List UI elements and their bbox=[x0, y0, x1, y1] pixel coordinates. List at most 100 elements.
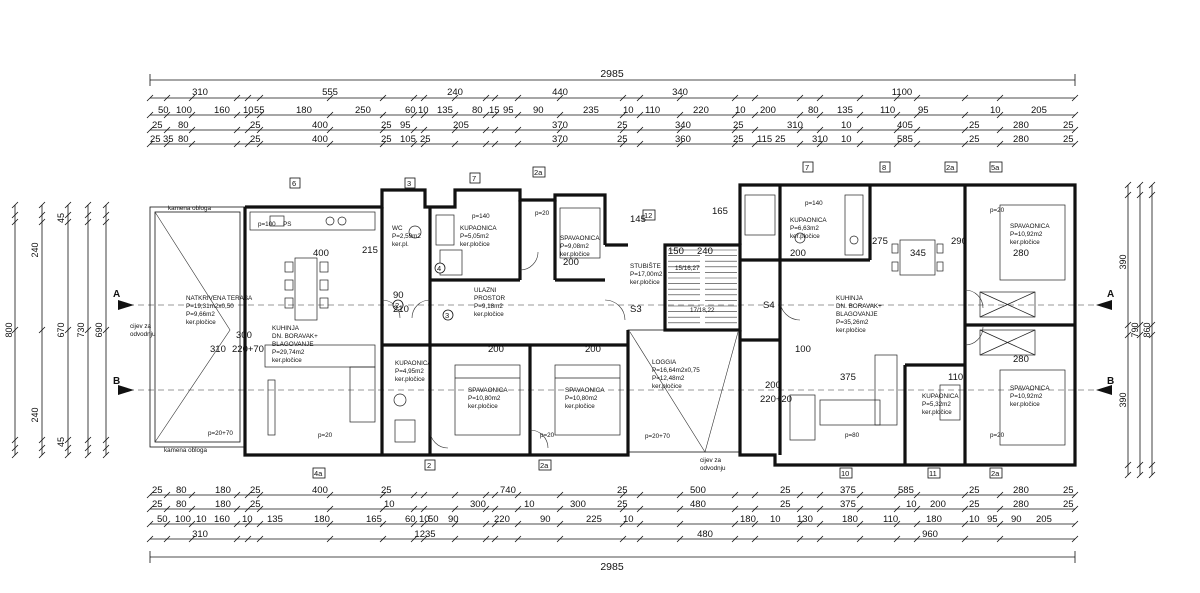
dimension-tick bbox=[146, 535, 154, 543]
dimension-tick bbox=[1071, 126, 1079, 134]
dimension-tick bbox=[619, 491, 627, 499]
inner-dim: 200 bbox=[488, 344, 504, 355]
dimension-tick bbox=[244, 535, 252, 543]
dimension-tick bbox=[420, 94, 428, 102]
annotation: p=20 bbox=[535, 210, 550, 217]
room-area: P=12,48m2 bbox=[652, 375, 685, 382]
room-finish: ker.pločice bbox=[560, 251, 590, 258]
dim-label: 400 bbox=[312, 120, 328, 131]
room-area: P=5,05m2 bbox=[460, 233, 489, 240]
dimension-tick bbox=[619, 126, 627, 134]
dimension-tick bbox=[731, 111, 739, 119]
dim-label: 60 bbox=[405, 514, 416, 525]
dim-label: 280 bbox=[1013, 120, 1029, 131]
dim-label: 180 bbox=[926, 514, 942, 525]
dim-label: 160 bbox=[214, 105, 230, 116]
inner-dim: 200 bbox=[790, 248, 806, 259]
room-finish: ker.pločice bbox=[790, 233, 820, 240]
room-name: STUBIŠTE bbox=[630, 261, 661, 270]
dim-label: 360 bbox=[675, 134, 691, 145]
inner-dim: 300 bbox=[236, 330, 252, 341]
dimension-tick bbox=[816, 491, 824, 499]
dimension-tick bbox=[1124, 471, 1132, 479]
inner-dim: 220+70 bbox=[232, 344, 264, 355]
dimension-tick bbox=[64, 451, 72, 459]
room-name: LOGGIA bbox=[652, 359, 677, 366]
dimension-tick bbox=[410, 491, 418, 499]
overall-width-top: 2985 bbox=[600, 68, 624, 80]
dim-label: 310 bbox=[787, 120, 803, 131]
inner-dim: 165 bbox=[712, 206, 728, 217]
dimension-tick bbox=[893, 520, 901, 528]
dimension-tick bbox=[676, 535, 684, 543]
dimension-tick bbox=[556, 94, 564, 102]
dimension-tick bbox=[1136, 191, 1144, 199]
dimension-tick bbox=[556, 535, 564, 543]
dim-label: 180 bbox=[740, 514, 756, 525]
dim-label: 90 bbox=[448, 514, 459, 525]
dimension-tick bbox=[11, 436, 19, 444]
dimension-tick bbox=[11, 211, 19, 219]
dimension-tick bbox=[420, 520, 428, 528]
section-arrow-icon bbox=[1096, 300, 1112, 310]
dimension-tick bbox=[146, 126, 154, 134]
dimension-tick bbox=[188, 140, 196, 148]
dimension-tick bbox=[84, 436, 92, 444]
dimension-tick bbox=[636, 505, 644, 513]
inner-dim: 220+20 bbox=[760, 394, 792, 405]
dimension-tick bbox=[676, 520, 684, 528]
dimension-tick bbox=[410, 505, 418, 513]
dimension-tick bbox=[1071, 520, 1079, 528]
dim-label: 135 bbox=[267, 514, 283, 525]
annotation: kamena obloga bbox=[164, 447, 208, 454]
dimension-tick bbox=[796, 140, 804, 148]
dimension-tick bbox=[11, 451, 19, 459]
inner-dim: 200 bbox=[765, 380, 781, 391]
room-area: P=5,32m2 bbox=[922, 401, 951, 408]
dim-label: 220 bbox=[494, 514, 510, 525]
dimension-tick bbox=[233, 111, 241, 119]
dimension-tick bbox=[961, 140, 969, 148]
dimension-tick bbox=[913, 126, 921, 134]
dimension-tick bbox=[1124, 461, 1132, 469]
door-tag: 8 bbox=[882, 163, 886, 172]
dimension-tick bbox=[482, 491, 490, 499]
dimension-tick bbox=[102, 211, 110, 219]
dimension-tick bbox=[1071, 140, 1079, 148]
dimension-tick bbox=[163, 111, 171, 119]
annotation: p=20+70 bbox=[208, 430, 233, 437]
dim-label: 45 bbox=[56, 213, 66, 223]
annotation: p=100 bbox=[258, 221, 276, 228]
dimension-tick bbox=[996, 535, 1004, 543]
dim-label: 160 bbox=[214, 514, 230, 525]
furniture bbox=[154, 194, 1066, 453]
dimension-tick bbox=[731, 491, 739, 499]
room-area: P=10,80m2 bbox=[565, 395, 598, 402]
dimension-tick bbox=[816, 535, 824, 543]
dimension-tick bbox=[84, 444, 92, 452]
dim-label: 60 bbox=[405, 105, 416, 116]
dim-label: 110 bbox=[645, 105, 660, 116]
dim-label: 10 bbox=[841, 120, 852, 131]
dimension-tick bbox=[256, 126, 264, 134]
dim-label: 370 bbox=[552, 120, 568, 131]
dimension-tick bbox=[326, 126, 334, 134]
dimension-tick bbox=[233, 140, 241, 148]
door-tag: 6 bbox=[292, 179, 296, 188]
dim-label: 205 bbox=[1036, 514, 1052, 525]
dim-label: 80 bbox=[178, 134, 189, 145]
room-name: KUHINJA bbox=[272, 325, 300, 332]
dim-label: 15 bbox=[489, 105, 500, 116]
dimension-tick bbox=[796, 94, 804, 102]
dimension-tick bbox=[326, 94, 334, 102]
dimension-tick bbox=[146, 140, 154, 148]
room-area: P=35,26m2 bbox=[836, 319, 869, 326]
dim-label: 10 bbox=[735, 105, 746, 116]
dimension-tick bbox=[731, 505, 739, 513]
dimension-tick bbox=[491, 535, 499, 543]
dimension-tick bbox=[1071, 535, 1079, 543]
dimension-tick bbox=[751, 520, 759, 528]
dim-label: 25 bbox=[1063, 120, 1074, 131]
dimension-tick bbox=[514, 126, 522, 134]
